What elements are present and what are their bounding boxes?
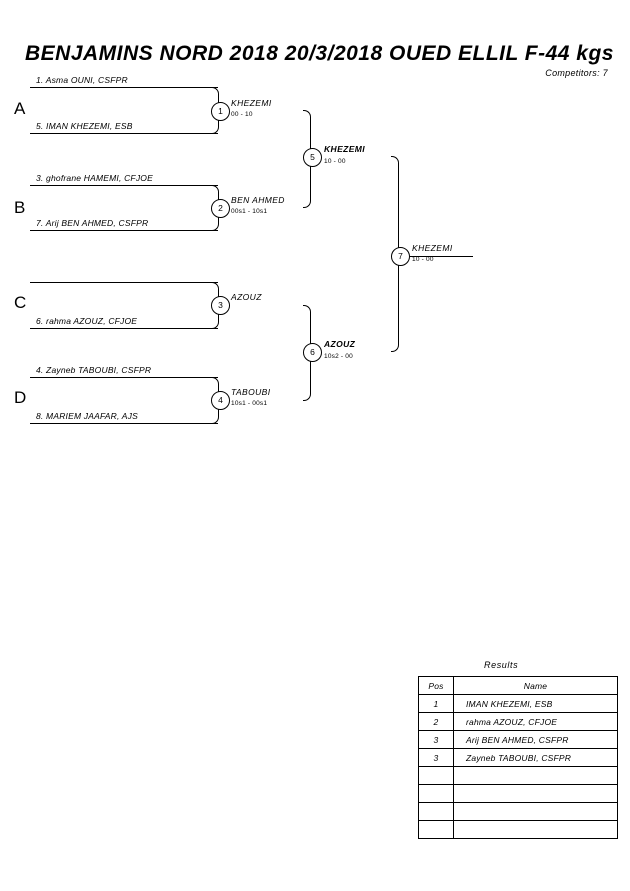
results-column-name: Name [453,676,618,695]
match-6-winner: AZOUZ [324,339,356,349]
match-node-7[interactable]: 7 [391,247,410,266]
table-row [418,802,618,821]
group-label-c: C [14,293,27,312]
result-pos [418,820,454,839]
result-pos: 3 [418,748,454,767]
group-c-slot-bottom-label: 6. rahma AZOUZ, CFJOE [36,316,138,326]
match-node-1[interactable]: 1 [211,102,230,121]
result-pos: 2 [418,712,454,731]
table-row [418,766,618,785]
result-pos: 1 [418,694,454,713]
result-name [453,820,618,839]
match-node-6[interactable]: 6 [303,343,322,362]
semifinal-6-elbow-bottom [303,360,311,401]
results-header-row: Pos Name [418,676,618,695]
group-c-slot-top-line [30,282,218,283]
group-a-slot-bottom-label: 5. IMAN KHEZEMI, ESB [36,121,133,131]
group-b-elbow-top [211,185,219,202]
semifinal-5-elbow-top [303,110,311,149]
group-d-slot-top-line [30,377,218,378]
group-d-slot-bottom-label: 8. MARIEM JAAFAR, AJS [36,411,138,421]
final-elbow-top [391,156,399,248]
results-column-pos: Pos [418,676,454,695]
match-7-winner: KHEZEMI [412,243,453,253]
group-label-a: A [14,99,26,118]
match-4-winner: TABOUBI [231,387,271,397]
result-name: Zayneb TABOUBI, CSFPR [453,748,618,767]
result-name: Arij BEN AHMED, CSFPR [453,730,618,749]
semifinal-6-elbow-top [303,305,311,344]
page-title: BENJAMINS NORD 2018 20/3/2018 OUED ELLIL… [25,42,614,65]
group-c-slot-bottom-line [30,328,218,329]
match-7-score: 10 - 00 [412,256,434,263]
results-body: 1 IMAN KHEZEMI, ESB 2 rahma AZOUZ, CFJOE… [418,694,618,839]
result-pos: 3 [418,730,454,749]
table-row: 3 Zayneb TABOUBI, CSFPR [418,748,618,767]
table-row: 2 rahma AZOUZ, CFJOE [418,712,618,731]
group-a-slot-bottom-line [30,133,218,134]
match-5-score: 10 - 00 [324,158,346,165]
group-c-elbow-top [211,282,219,299]
group-d-slot-bottom-line [30,423,218,424]
result-name [453,802,618,821]
group-a-elbow-top [211,87,219,105]
result-name: IMAN KHEZEMI, ESB [453,694,618,713]
match-1-winner: KHEZEMI [231,98,272,108]
match-1-score: 00 - 10 [231,111,253,118]
table-row: 3 Arij BEN AHMED, CSFPR [418,730,618,749]
group-d-elbow-top [211,377,219,394]
group-d-slot-top-label: 4. Zayneb TABOUBI, CSFPR [36,365,152,375]
match-node-4[interactable]: 4 [211,391,230,410]
group-label-b: B [14,198,26,217]
semifinal-5-elbow-bottom [303,165,311,208]
champion-underline [410,256,473,257]
results-table: Pos Name 1 IMAN KHEZEMI, ESB 2 rahma AZO… [418,676,618,839]
match-4-score: 10s1 - 00s1 [231,400,268,407]
group-b-slot-bottom-line [30,230,218,231]
match-2-winner: BEN AHMED [231,195,285,205]
result-name: rahma AZOUZ, CFJOE [453,712,618,731]
match-node-2[interactable]: 2 [211,199,230,218]
match-node-3[interactable]: 3 [211,296,230,315]
result-name [453,766,618,785]
match-5-winner: KHEZEMI [324,144,366,154]
group-label-d: D [14,388,27,407]
group-a-slot-top-label: 1. Asma OUNI, CSFPR [36,75,128,85]
table-row: 1 IMAN KHEZEMI, ESB [418,694,618,713]
group-a-slot-top-line [30,87,218,88]
result-name [453,784,618,803]
table-row [418,784,618,803]
group-b-slot-bottom-label: 7. Arij BEN AHMED, CSFPR [36,218,149,228]
match-3-winner: AZOUZ [231,292,262,302]
results-title: Results [484,660,519,670]
group-b-slot-top-label: 3. ghofrane HAMEMI, CFJOE [36,173,153,183]
match-6-score: 10s2 - 00 [324,353,353,360]
table-row [418,820,618,839]
result-pos [418,784,454,803]
result-pos [418,766,454,785]
group-b-slot-top-line [30,185,218,186]
match-2-score: 00s1 - 10s1 [231,208,268,215]
result-pos [418,802,454,821]
match-node-5[interactable]: 5 [303,148,322,167]
final-elbow-bottom [391,264,399,352]
competitors-count: Competitors: 7 [545,68,608,78]
